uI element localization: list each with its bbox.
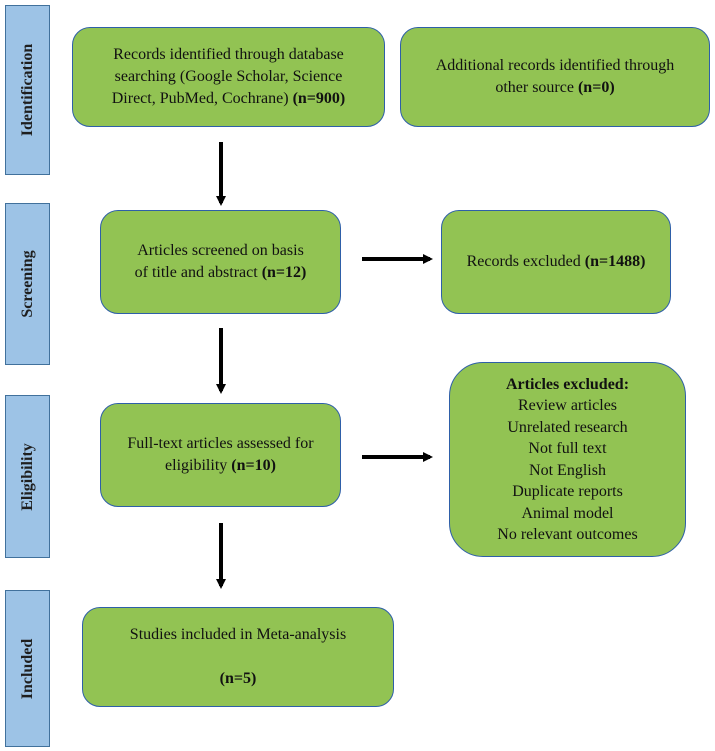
full-text-assessed-line1: Full-text articles assessed for <box>127 435 314 452</box>
phase-eligibility: Eligibility <box>5 395 50 558</box>
exclusion-reason: Animal model <box>521 504 614 522</box>
records-excluded-count: (n=1488) <box>584 253 646 270</box>
exclusion-reason: Not English <box>529 461 606 479</box>
exclusion-reason: No relevant outcomes <box>497 526 638 543</box>
exclusion-reason: Duplicate reports <box>512 483 623 500</box>
articles-screened-box: Articles screened on basis of title and … <box>100 210 341 314</box>
exclusion-reason: Unrelated research <box>507 418 628 436</box>
additional-records-line1: Additional records identified through <box>435 57 675 74</box>
exclusion-reason: Not full text <box>528 440 607 457</box>
records-excluded-box: Records excluded (n=1488) <box>441 210 671 314</box>
articles-excluded-box: Articles excluded: Review articles Unrel… <box>449 362 686 557</box>
articles-excluded-heading: Articles excluded: <box>505 375 630 393</box>
additional-records-box: Additional records identified through ot… <box>400 27 710 127</box>
records-identified-line1: Records identified through database <box>113 46 344 63</box>
studies-included-count: (n=5) <box>219 670 257 687</box>
full-text-assessed-line2: eligibility <box>165 457 228 474</box>
records-identified-line3: Direct, PubMed, Cochrane) <box>111 90 289 107</box>
phase-screening: Screening <box>5 203 50 365</box>
exclusion-reason: Review articles <box>517 397 618 414</box>
phase-identification: Identification <box>5 5 50 175</box>
records-excluded-text: Records excluded <box>466 253 581 270</box>
records-identified-database-box: Records identified through database sear… <box>72 27 385 127</box>
additional-records-count: (n=0) <box>577 79 615 96</box>
full-text-assessed-box: Full-text articles assessed for eligibil… <box>100 403 341 507</box>
articles-screened-line1: Articles screened on basis <box>137 242 304 259</box>
articles-screened-line2: of title and abstract <box>134 264 258 281</box>
records-identified-count: (n=900) <box>292 90 346 107</box>
additional-records-line2: other source <box>495 79 574 96</box>
phase-included: Included <box>5 590 50 747</box>
studies-included-box: Studies included in Meta-analysis (n=5) <box>82 607 394 707</box>
records-identified-line2: searching (Google Scholar, Science <box>114 68 343 85</box>
articles-screened-count: (n=12) <box>261 264 307 281</box>
studies-included-text: Studies included in Meta-analysis <box>129 626 347 643</box>
full-text-assessed-count: (n=10) <box>231 457 276 474</box>
